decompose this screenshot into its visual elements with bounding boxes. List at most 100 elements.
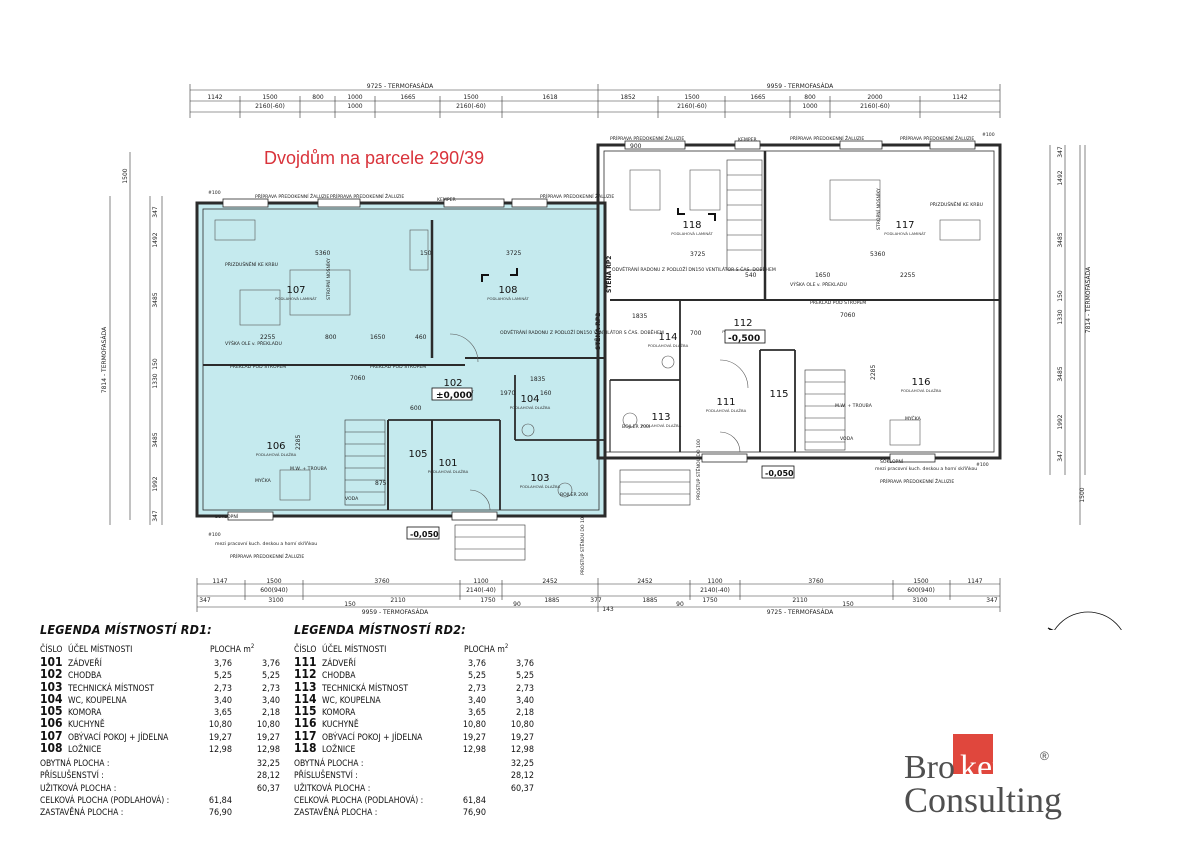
svg-text:-0,500: -0,500: [728, 334, 760, 344]
svg-text:STROPNÍ NOSNÍKY: STROPNÍ NOSNÍKY: [325, 258, 332, 300]
svg-text:1665: 1665: [400, 94, 415, 101]
svg-text:1650: 1650: [815, 272, 830, 279]
room-no: 118: [294, 741, 317, 756]
svg-text:MYČKA: MYČKA: [905, 415, 922, 422]
svg-text:PŘÍPRAVA PŘEDOKENNÍ ŽALUZIE: PŘÍPRAVA PŘEDOKENNÍ ŽALUZIE: [900, 134, 974, 142]
room-area: 2,73: [213, 683, 232, 694]
room-number-117: 117: [895, 220, 914, 231]
svg-text:2110: 2110: [390, 597, 405, 604]
room-area: 2,73: [467, 683, 486, 694]
svg-text:3760: 3760: [808, 578, 823, 585]
svg-text:377: 377: [590, 597, 602, 604]
svg-text:7060: 7060: [350, 375, 365, 382]
svg-text:1885: 1885: [642, 597, 657, 604]
svg-text:PODLAHOVÁ DLAŽBA: PODLAHOVÁ DLAŽBA: [428, 469, 469, 474]
svg-text:600(940): 600(940): [260, 587, 288, 594]
svg-text:3485: 3485: [152, 432, 159, 447]
room-area-net: 12,98: [510, 745, 534, 756]
total-label: ZASTAVĚNÁ PLOCHA :: [40, 807, 124, 818]
svg-text:STĚNA RP2: STĚNA RP2: [605, 256, 613, 293]
svg-text:2285: 2285: [870, 365, 877, 380]
level-marks: ±0,000 -0,500 -0,050 -0,050: [406, 329, 795, 540]
total-label: OBYTNÁ PLOCHA :: [294, 759, 364, 770]
legend-total-row: PŘÍSLUŠENSTVÍ :28,12: [40, 771, 280, 783]
legend-header: ČÍSLO ÚČEL MÍSTNOSTI PLOCHA m2: [294, 643, 509, 655]
svg-text:PODLAHOVÁ LAMINÁT: PODLAHOVÁ LAMINÁT: [671, 231, 713, 236]
legend-title: LEGENDA MÍSTNOSTÍ RD1:: [40, 622, 212, 637]
room-number-104: 104: [520, 394, 539, 405]
total-value-b: 60,37: [510, 783, 534, 794]
room-area-net: 2,18: [261, 708, 280, 719]
svg-text:2140(-40): 2140(-40): [466, 587, 496, 594]
floor-marks: [481, 208, 716, 282]
total-value-b: 32,25: [510, 759, 534, 770]
total-label: CELKOVÁ PLOCHA (PODLAHOVÁ) :: [294, 795, 424, 806]
svg-text:2255: 2255: [900, 272, 915, 279]
svg-text:1500: 1500: [1079, 487, 1086, 502]
legend-rd2: LEGENDA MÍSTNOSTÍ RD2: ČÍSLO ÚČEL MÍSTNO…: [294, 622, 534, 820]
legend-total-row: UŽITKOVÁ PLOCHA :60,37: [294, 784, 534, 796]
svg-text:1000: 1000: [347, 103, 362, 110]
total-label: PŘÍSLUŠENSTVÍ :: [294, 771, 358, 782]
room-number-111: 111: [716, 397, 735, 408]
svg-text:STĚNA RP2: STĚNA RP2: [594, 313, 602, 350]
room-use: CHODBA: [322, 671, 356, 682]
svg-text:3100: 3100: [268, 597, 283, 604]
svg-text:PŘÍPRAVA PŘEDOKENNÍ ŽALUZIE: PŘÍPRAVA PŘEDOKENNÍ ŽALUZIE: [330, 192, 404, 200]
room-number-106: 106: [266, 441, 285, 452]
svg-text:BOJLER 200l: BOJLER 200l: [622, 424, 650, 430]
svg-text:VÝŠKA OLE v. PŘEKLADU: VÝŠKA OLE v. PŘEKLADU: [225, 339, 282, 347]
total-value-b: [232, 796, 280, 808]
room-number-105: 105: [408, 449, 427, 460]
svg-text:1000: 1000: [347, 94, 362, 101]
svg-text:2160(-60): 2160(-60): [860, 103, 890, 110]
total-value-a: [184, 784, 232, 796]
svg-text:1000: 1000: [802, 103, 817, 110]
svg-text:540: 540: [745, 272, 757, 279]
room-use: WC, KOUPELNA: [322, 695, 381, 706]
room-area-net: 3,40: [515, 695, 534, 706]
svg-text:ker: ker: [960, 749, 1004, 786]
svg-text:1330: 1330: [152, 373, 159, 388]
svg-text:800: 800: [312, 94, 324, 101]
svg-text:600(940): 600(940): [907, 587, 935, 594]
total-value-a: [438, 784, 486, 796]
room-no: 116: [294, 716, 317, 731]
svg-text:143: 143: [602, 606, 614, 613]
svg-text:mezi pracovní kuch. deskou a h: mezi pracovní kuch. deskou a horní skříň…: [875, 465, 977, 472]
total-value-b: 32,25: [256, 759, 280, 770]
svg-text:MYČKA: MYČKA: [255, 477, 272, 484]
room-use: ZÁDVEŘÍ: [68, 659, 102, 669]
floor-plan: 9725 - TERMOFASÁDA 9959 - TERMOFASÁDA 11…: [101, 83, 1122, 630]
svg-text:±0,000: ±0,000: [436, 391, 472, 401]
svg-text:PŘIZDUŠNĚNÍ KE KRBU: PŘIZDUŠNĚNÍ KE KRBU: [225, 260, 278, 268]
svg-text:®: ®: [1040, 749, 1049, 763]
total-label: ZASTAVĚNÁ PLOCHA :: [294, 807, 378, 818]
room-area: 12,98: [208, 745, 232, 756]
room-no: 103: [40, 679, 63, 694]
svg-text:#100: #100: [976, 462, 989, 468]
rd1-fill-lower: [197, 370, 605, 516]
svg-text:PŘÍPRAVA PŘEDOKENNÍ ŽALUZIE: PŘÍPRAVA PŘEDOKENNÍ ŽALUZIE: [540, 192, 614, 200]
room-area: 3,76: [213, 659, 232, 669]
svg-text:KEMPER: KEMPER: [738, 137, 758, 143]
svg-text:90: 90: [513, 601, 521, 608]
svg-text:PŘEKLAD POD STROPEM: PŘEKLAD POD STROPEM: [230, 362, 286, 370]
svg-text:1142: 1142: [952, 94, 967, 101]
svg-text:KEMPER: KEMPER: [437, 197, 457, 203]
svg-text:ODVĚTRÁNÍ RADONU Z PODLOŽÍ DN1: ODVĚTRÁNÍ RADONU Z PODLOŽÍ DN150 VENTILÁ…: [612, 265, 776, 273]
svg-text:1992: 1992: [152, 476, 159, 491]
svg-text:700: 700: [690, 330, 702, 337]
svg-text:800: 800: [325, 334, 337, 341]
room-use: TECHNICKÁ MÍSTNOST: [322, 683, 409, 694]
room-no: 115: [294, 704, 317, 719]
svg-text:1500: 1500: [262, 94, 277, 101]
total-value-a: 76,90: [208, 807, 232, 818]
